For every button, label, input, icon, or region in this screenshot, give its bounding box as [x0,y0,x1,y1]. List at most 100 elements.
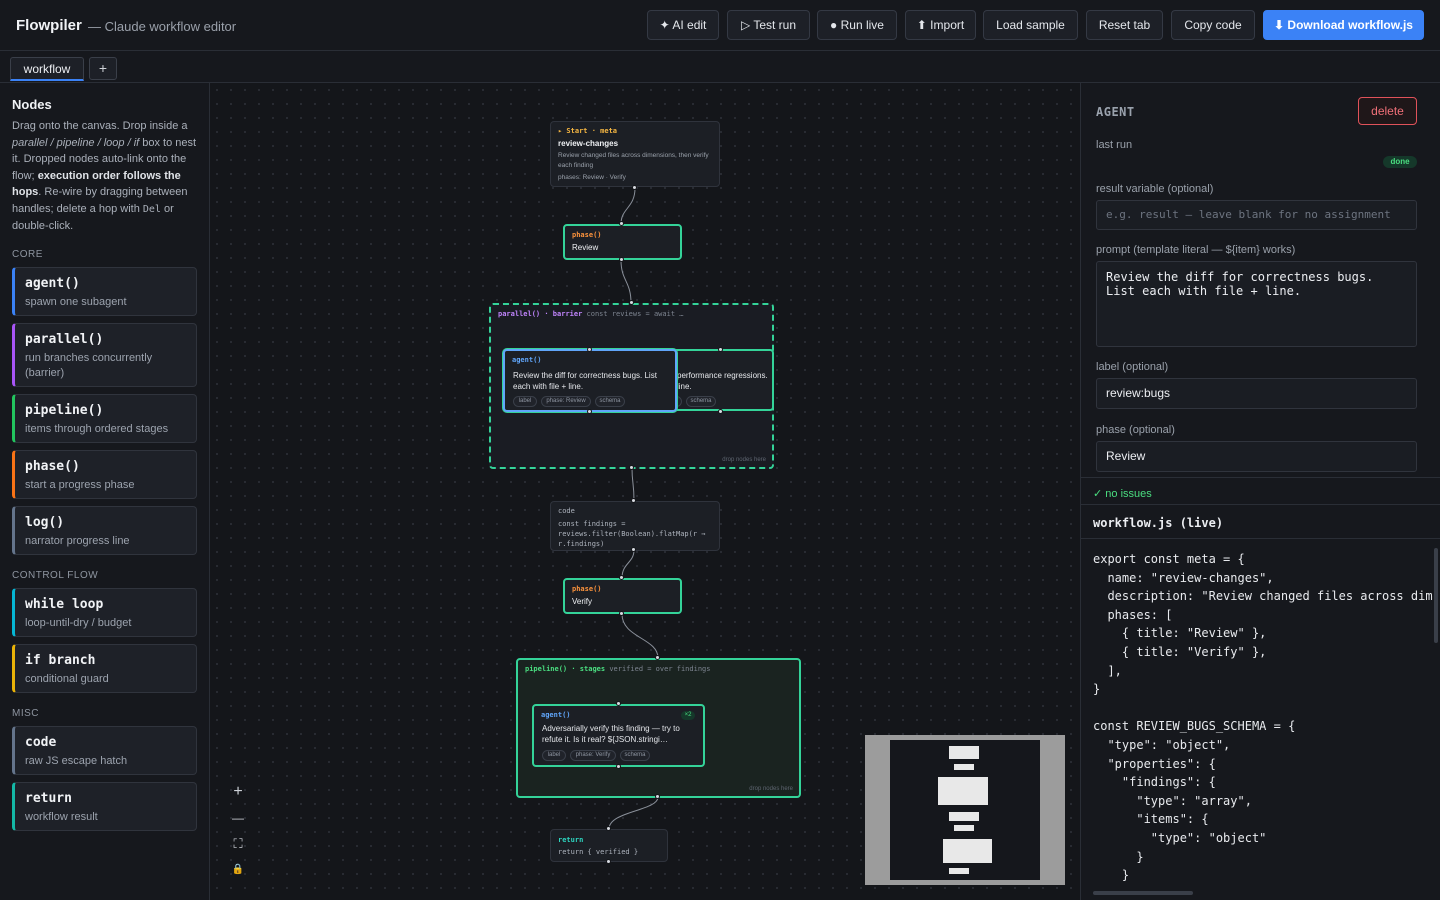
last-run-label: last run [1096,139,1133,151]
label-input[interactable]: review:bugs [1096,378,1417,409]
phase-verify-node[interactable]: phase() Verify [563,578,682,614]
agent-pill-label: label [513,396,537,407]
phase-review-node[interactable]: phase() Review [563,224,682,260]
edge-parallel-code [631,467,635,502]
palette-pipeline[interactable]: pipeline() items through ordered stages [12,394,197,443]
inspector-title: AGENT [1096,105,1135,119]
agent-node-correctness[interactable]: agent() Review the diff for correctness … [503,349,677,412]
minimap[interactable] [865,735,1065,885]
phase2-in-handle[interactable] [619,575,624,580]
palette-item-name: agent() [25,276,80,291]
palette-item-name: log() [25,515,65,530]
phase-node-head: phase() [572,231,602,239]
start-node[interactable]: ▸ Start · meta review-changes Review cha… [550,121,720,187]
edge-pipeline-return [608,796,659,830]
minimap-viewport [890,740,1040,880]
result-variable-input[interactable]: e.g. result — leave blank for no assignm… [1096,200,1417,230]
minimap-node [949,868,969,874]
copy-code-button[interactable]: Copy code [1171,10,1255,40]
agent-v-in-handle[interactable] [616,701,621,706]
palette-code[interactable]: code raw JS escape hatch [12,726,197,775]
return-in-handle[interactable] [606,826,611,831]
phase-input[interactable]: Review [1096,441,1417,472]
minimap-node [954,764,974,770]
code-line: const findings = [558,520,626,528]
tab-workflow[interactable]: workflow [10,57,84,81]
phase-node-head: phase() [572,585,602,593]
inspector-panel: AGENT delete last run done result variab… [1080,83,1440,900]
parallel-out-handle[interactable] [629,465,634,470]
import-button[interactable]: ⬆ Import [905,10,976,40]
flow-canvas[interactable]: ▸ Start · meta review-changes Review cha… [210,83,1080,900]
palette-item-desc: start a progress phase [25,479,135,491]
palette-phase[interactable]: phase() start a progress phase [12,450,197,499]
load-sample-button[interactable]: Load sample [983,10,1078,40]
phase-node-title: Verify [572,597,593,606]
palette-log[interactable]: log() narrator progress line [12,506,197,555]
agent-a-out-handle[interactable] [587,409,592,414]
minimap-node [949,746,979,759]
agent-b-body-line: performance regressions. [677,371,768,380]
start-out-handle[interactable] [632,185,637,190]
add-tab-button[interactable]: + [89,57,117,80]
desc-part: or double-click. [12,202,174,233]
prompt-textarea[interactable]: Review the diff for correctness bugs. Li… [1096,261,1417,347]
return-node[interactable]: return return { verified } [550,829,668,862]
phase-field-label: phase (optional) [1096,424,1175,436]
palette-while-loop[interactable]: while loop loop-until-dry / budget [12,588,197,637]
palette-item-desc: run branches concurrently (barrier) [25,352,153,379]
palette-parallel[interactable]: parallel() run branches concurrently (ba… [12,323,197,387]
code-scrollbar-vertical[interactable] [1434,548,1438,643]
palette-item-name: return [25,791,72,806]
phase-node-title: Review [572,243,599,252]
agent-b-in-handle[interactable] [718,347,723,352]
palette-return[interactable]: return workflow result [12,782,197,831]
palette-item-desc: loop-until-dry / budget [25,617,132,629]
return-out-handle[interactable] [606,859,611,864]
agent-a-in-handle[interactable] [587,347,592,352]
delete-node-button[interactable]: delete [1358,97,1417,125]
agent-node-verify[interactable]: agent() ×2 Adversarially verify this fin… [532,704,705,767]
ai-edit-button[interactable]: ✦ AI edit [647,10,719,40]
agent-node-performance[interactable]: performance regressions.line. w schema [668,349,774,411]
fit-view-button[interactable]: ⛶ [233,836,243,851]
agent-b-body: performance regressions.line. [677,370,772,392]
pipeline-drop-hint: drop nodes here [749,786,793,792]
run-live-button[interactable]: ● Run live [817,10,897,40]
palette-if-branch[interactable]: if branch conditional guard [12,644,197,693]
app-title: Flowpiler [16,17,82,34]
desc-part: Del [142,203,161,215]
palette-agent[interactable]: agent() spawn one subagent [12,267,197,316]
phase1-in-handle[interactable] [619,221,624,226]
desc-part: execution order follows the hops [12,169,181,199]
pipeline-head-stages: · stages [571,665,606,673]
code-scrollbar-horizontal[interactable] [1093,891,1193,895]
minimap-node [949,812,979,821]
agent-node-head: agent() [541,711,571,719]
parallel-head: parallel() · barrier const reviews = awa… [498,310,683,318]
desc-part: box to nest it. Dropped nodes auto-link … [12,136,197,182]
code-out-handle[interactable] [631,547,636,552]
pipeline-out-handle[interactable] [655,794,660,799]
agent-b-out-handle[interactable] [718,409,723,414]
phase1-out-handle[interactable] [619,257,624,262]
phase2-out-handle[interactable] [619,611,624,616]
agent-multiplier-badge: ×2 [681,711,695,720]
reset-tab-button[interactable]: Reset tab [1086,10,1163,40]
lock-button[interactable]: 🔒 [231,864,245,875]
agent-pill-phase: phase: Review [541,396,591,407]
minimap-node [954,825,974,831]
agent-pill-schema: schema [620,750,650,761]
agent-v-out-handle[interactable] [616,764,621,769]
pipeline-in-handle[interactable] [655,655,660,660]
test-run-button[interactable]: ▷ Test run [727,10,810,40]
code-in-handle[interactable] [631,498,636,503]
parallel-head-barrier: · barrier [544,310,583,318]
download-button[interactable]: ⬇ Download workflow.js [1263,10,1424,40]
code-node[interactable]: code const findings = reviews.filter(Boo… [550,501,720,551]
zoom-in-button[interactable]: + [233,783,243,800]
parallel-in-handle[interactable] [629,300,634,305]
pipeline-head-kw: pipeline() [525,665,568,673]
zoom-out-button[interactable]: — [232,811,244,825]
code-preview[interactable]: export const meta = { name: "review-chan… [1093,552,1433,883]
